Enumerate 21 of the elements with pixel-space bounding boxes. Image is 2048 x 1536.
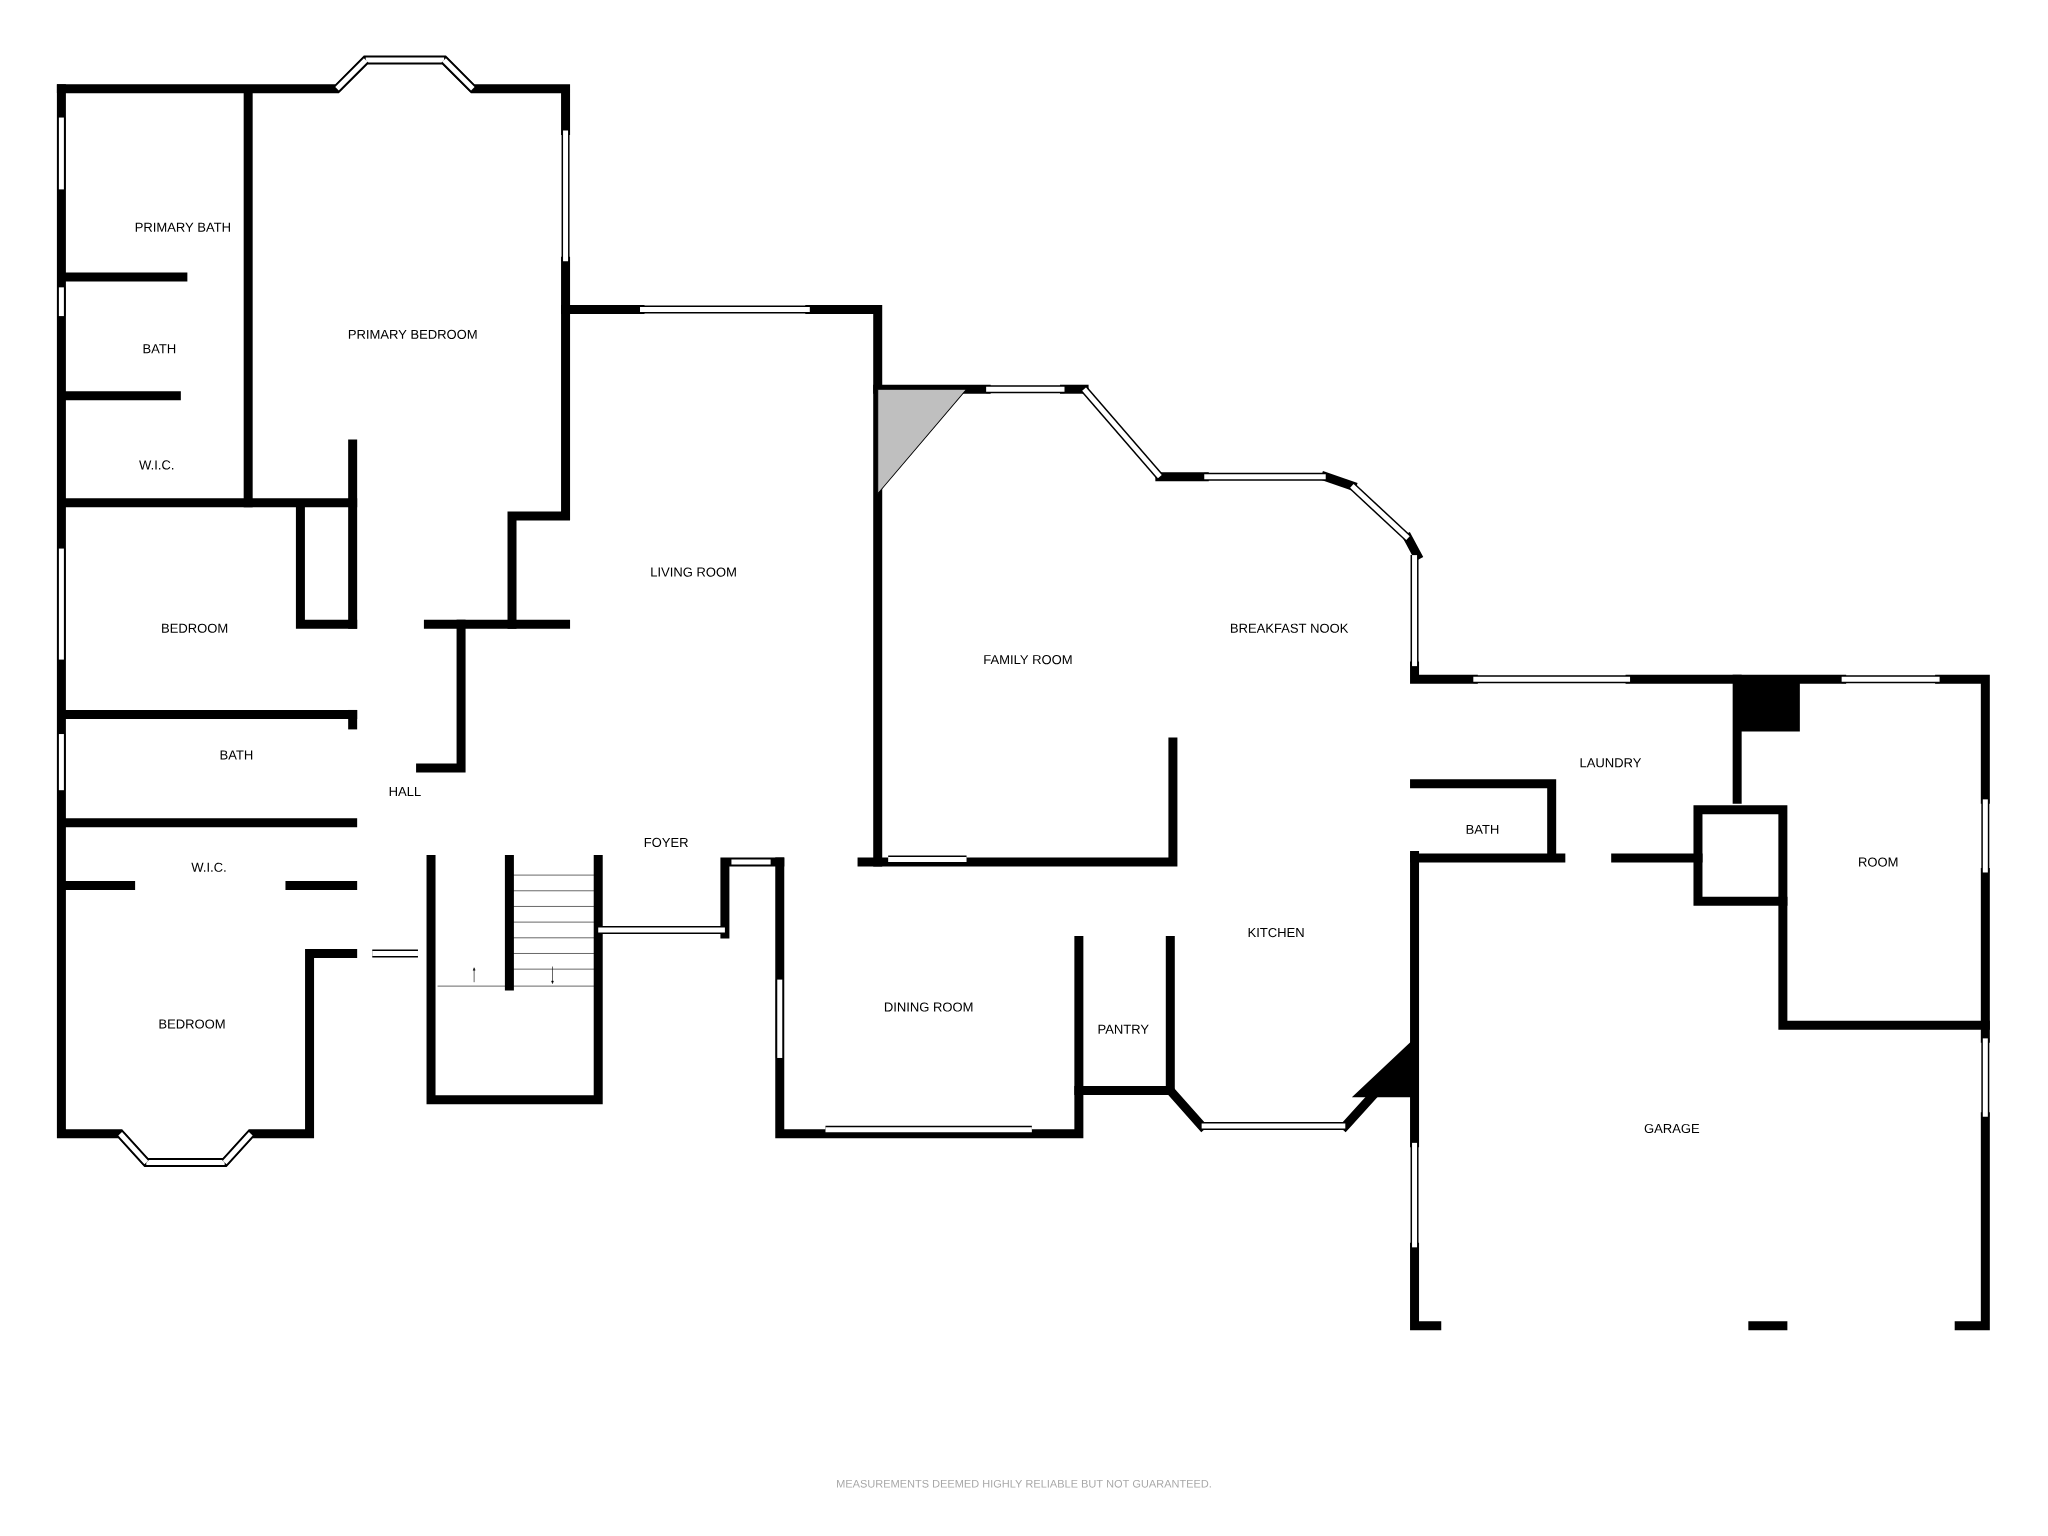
room-label: KITCHEN (1248, 927, 1304, 938)
room-label: LAUNDRY (1580, 758, 1642, 768)
room-label: BATH (143, 344, 176, 354)
room-label: W.I.C. (139, 460, 174, 470)
room-label: BEDROOM (162, 623, 228, 633)
room-label: HALL (389, 787, 421, 796)
room-label: PRIMARY BATH (135, 222, 230, 232)
room-label: PANTRY (1098, 1024, 1149, 1034)
room-label: BREAKFAST NOOK (1231, 623, 1349, 633)
room-label: DINING ROOM (884, 1002, 973, 1012)
room-label: PRIMARY BEDROOM (348, 329, 477, 339)
room-label: FOYER (644, 837, 688, 848)
disclaimer-text: MEASUREMENTS DEEMED HIGHLY RELIABLE BUT NOT GUARANTEED. (837, 1479, 1211, 1488)
room-label: ROOM (1859, 857, 1898, 867)
room-label: BATH (1466, 824, 1499, 834)
room-label: FAMILY ROOM (984, 655, 1072, 665)
room-label: BATH (220, 750, 253, 760)
room-label: BEDROOM (159, 1019, 225, 1029)
room-label: LIVING ROOM (651, 567, 736, 577)
room-label: GARAGE (1644, 1123, 1700, 1134)
room-label: W.I.C. (191, 862, 226, 872)
